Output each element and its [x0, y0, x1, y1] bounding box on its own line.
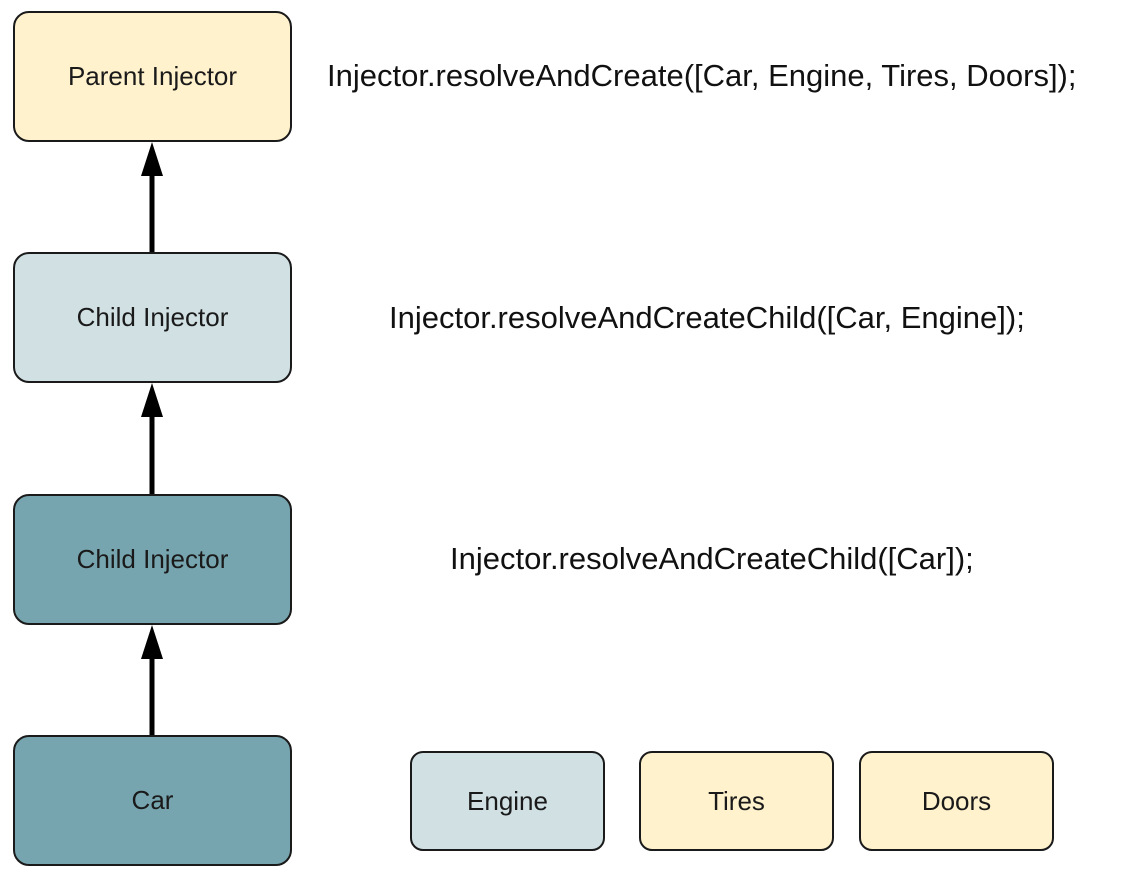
arrow-child2-to-child1	[141, 383, 163, 494]
parent-injector-code: Injector.resolveAndCreate([Car, Engine, …	[327, 58, 1077, 93]
arrow-car-to-child2	[141, 625, 163, 735]
car-node: Car	[13, 735, 292, 866]
child-injector-node-level-2: Child Injector	[13, 494, 292, 625]
engine-node: Engine	[410, 751, 605, 851]
doors-node: Doors	[859, 751, 1054, 851]
tires-node: Tires	[639, 751, 834, 851]
child-injector-level-1-code: Injector.resolveAndCreateChild([Car, Eng…	[389, 300, 1025, 335]
child-injector-level-2-code: Injector.resolveAndCreateChild([Car]);	[450, 541, 974, 576]
child-injector-node-level-1: Child Injector	[13, 252, 292, 383]
arrow-child1-to-parent	[141, 142, 163, 252]
parent-injector-node: Parent Injector	[13, 11, 292, 142]
